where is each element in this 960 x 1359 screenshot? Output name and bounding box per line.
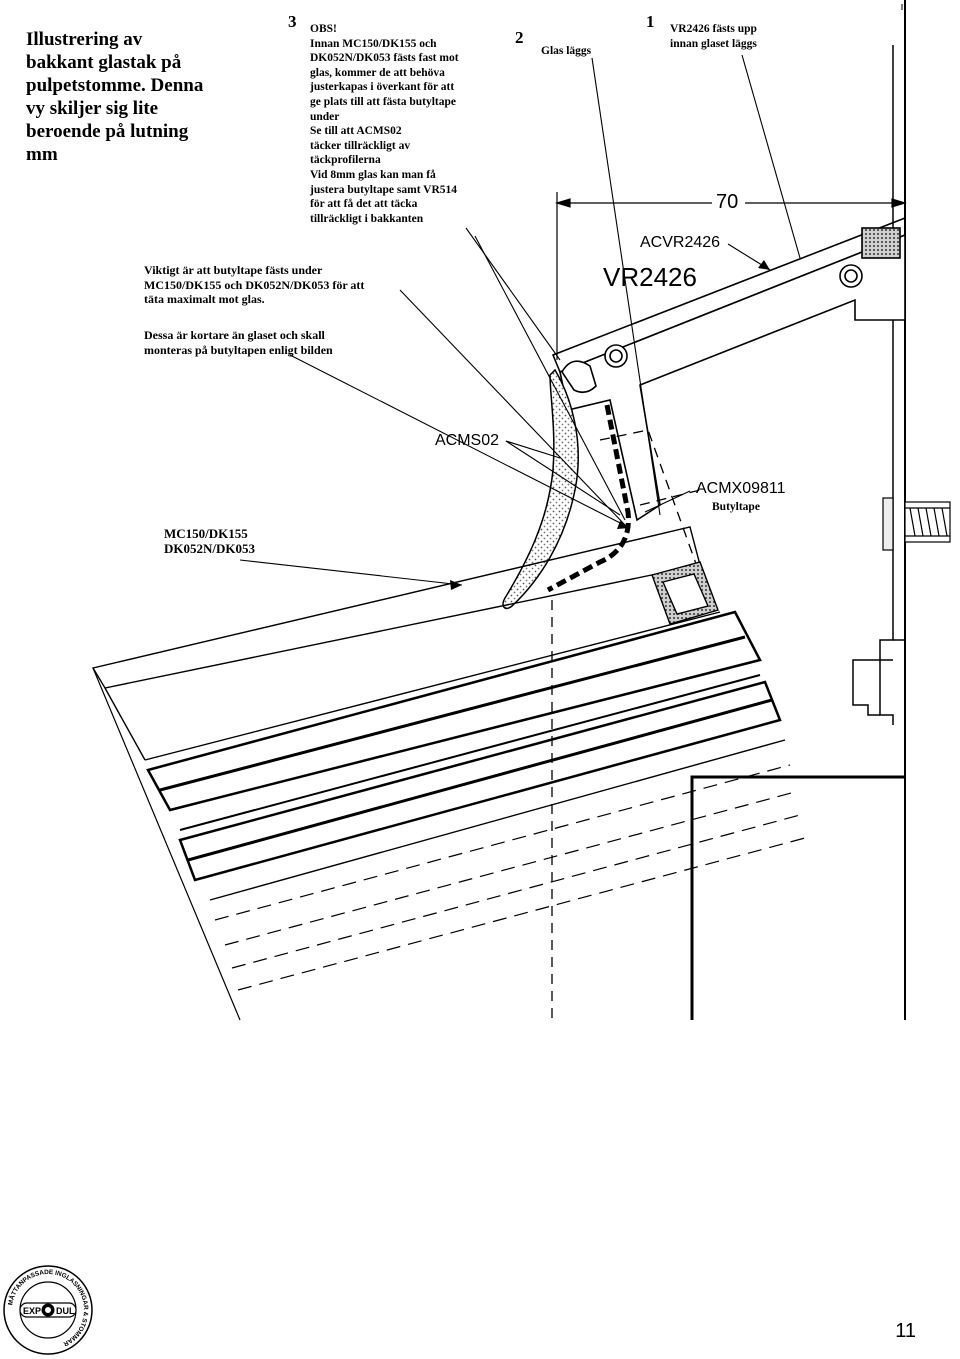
support-beam bbox=[690, 775, 905, 1020]
vr2426-profile bbox=[551, 216, 906, 522]
title-line: vy skiljer sig lite bbox=[26, 98, 159, 119]
note-line: justerkapas i överkant för att bbox=[310, 81, 455, 94]
note-line: Se till att ACMS02 bbox=[310, 125, 402, 138]
note-line: MC150/DK155 och DK052N/DK053 för att bbox=[144, 277, 365, 292]
note-line: tillräckligt i bakkanten bbox=[310, 212, 424, 225]
acms02-label: ACMS02 bbox=[435, 432, 500, 449]
page-title: Illustrering av bakkant glastak på pulpe… bbox=[26, 28, 256, 166]
butyltape-label: Butyltape bbox=[712, 501, 760, 513]
logo-right-text: DUL bbox=[56, 1306, 75, 1316]
note-line: OBS! bbox=[310, 23, 337, 35]
note-line: DK052N/DK053 fästs fast mot bbox=[310, 52, 459, 65]
glass-edge bbox=[92, 667, 241, 1021]
shorter-note: Dessa är kortare än glaset och skall mon… bbox=[144, 328, 333, 357]
note-line: Vid 8mm glas kan man få bbox=[310, 168, 436, 181]
note-line: monteras på butyltapen enligt bilden bbox=[144, 342, 333, 357]
glass-package bbox=[91, 526, 786, 901]
post-profile bbox=[852, 45, 905, 725]
acmx09811-label: ACMX09811 bbox=[696, 480, 786, 497]
title-line: mm bbox=[26, 144, 58, 165]
note-line: täta maximalt mot glas. bbox=[144, 292, 265, 307]
leader-arrows bbox=[450, 260, 770, 590]
note-line: DK052N/DK053 bbox=[164, 541, 255, 556]
step-2-note: Glas läggs bbox=[541, 45, 592, 57]
note-line: ge plats till att fästa butyltape bbox=[310, 95, 456, 108]
page-number: 11 bbox=[895, 1320, 916, 1342]
expodul-logo: MÅTTANPASSADE INGLASNINGAR & STOMMAR EXP… bbox=[3, 1265, 93, 1355]
step-3-number: 3 bbox=[288, 12, 297, 31]
leader-lines bbox=[239, 54, 801, 586]
profile-label: MC150/DK155 DK052N/DK053 bbox=[164, 526, 255, 556]
construction-lines bbox=[551, 429, 701, 1020]
glass-dashed-lines bbox=[214, 764, 806, 991]
acms02-seal bbox=[502, 368, 579, 610]
note-line: täcker tillräckligt av bbox=[310, 139, 411, 152]
step-3-note: OBS! Innan MC150/DK155 och DK052N/DK053 … bbox=[310, 22, 459, 226]
note-line: Viktigt är att butyltape fästs under bbox=[144, 263, 323, 277]
note-line: innan glaset läggs bbox=[670, 37, 757, 50]
butyl-note: Viktigt är att butyltape fästs under MC1… bbox=[144, 263, 364, 307]
title-line: beroende på lutning bbox=[26, 121, 189, 142]
note-line: justera butyltape samt VR514 bbox=[310, 183, 458, 196]
step-1-number: 1 bbox=[646, 12, 655, 31]
note-line: MC150/DK155 bbox=[164, 526, 248, 541]
acvr2426-label: ACVR2426 bbox=[640, 234, 721, 251]
screw bbox=[882, 497, 951, 551]
note-line: glas, kommer de att behöva bbox=[310, 66, 445, 79]
vr2426-label: VR2426 bbox=[603, 262, 697, 292]
dimension-label: 70 bbox=[716, 191, 739, 213]
logo-left-text: EXP bbox=[23, 1306, 41, 1316]
note-line: Innan MC150/DK155 och bbox=[310, 37, 437, 50]
note-line: under bbox=[310, 110, 340, 123]
step-2-number: 2 bbox=[515, 28, 524, 47]
title-line: Illustrering av bbox=[26, 29, 143, 50]
note-line: för att få det att täcka bbox=[310, 198, 418, 211]
note-line: Dessa är kortare än glaset och skall bbox=[144, 328, 325, 342]
title-line: pulpetstomme. Denna bbox=[26, 75, 204, 96]
note-line: VR2426 fästs upp bbox=[670, 23, 757, 35]
note-line: täckprofilerna bbox=[310, 154, 381, 167]
dimension-70 bbox=[554, 192, 908, 360]
step-1-note: VR2426 fästs upp innan glaset läggs bbox=[670, 22, 757, 51]
title-line: bakkant glastak på bbox=[26, 52, 182, 73]
